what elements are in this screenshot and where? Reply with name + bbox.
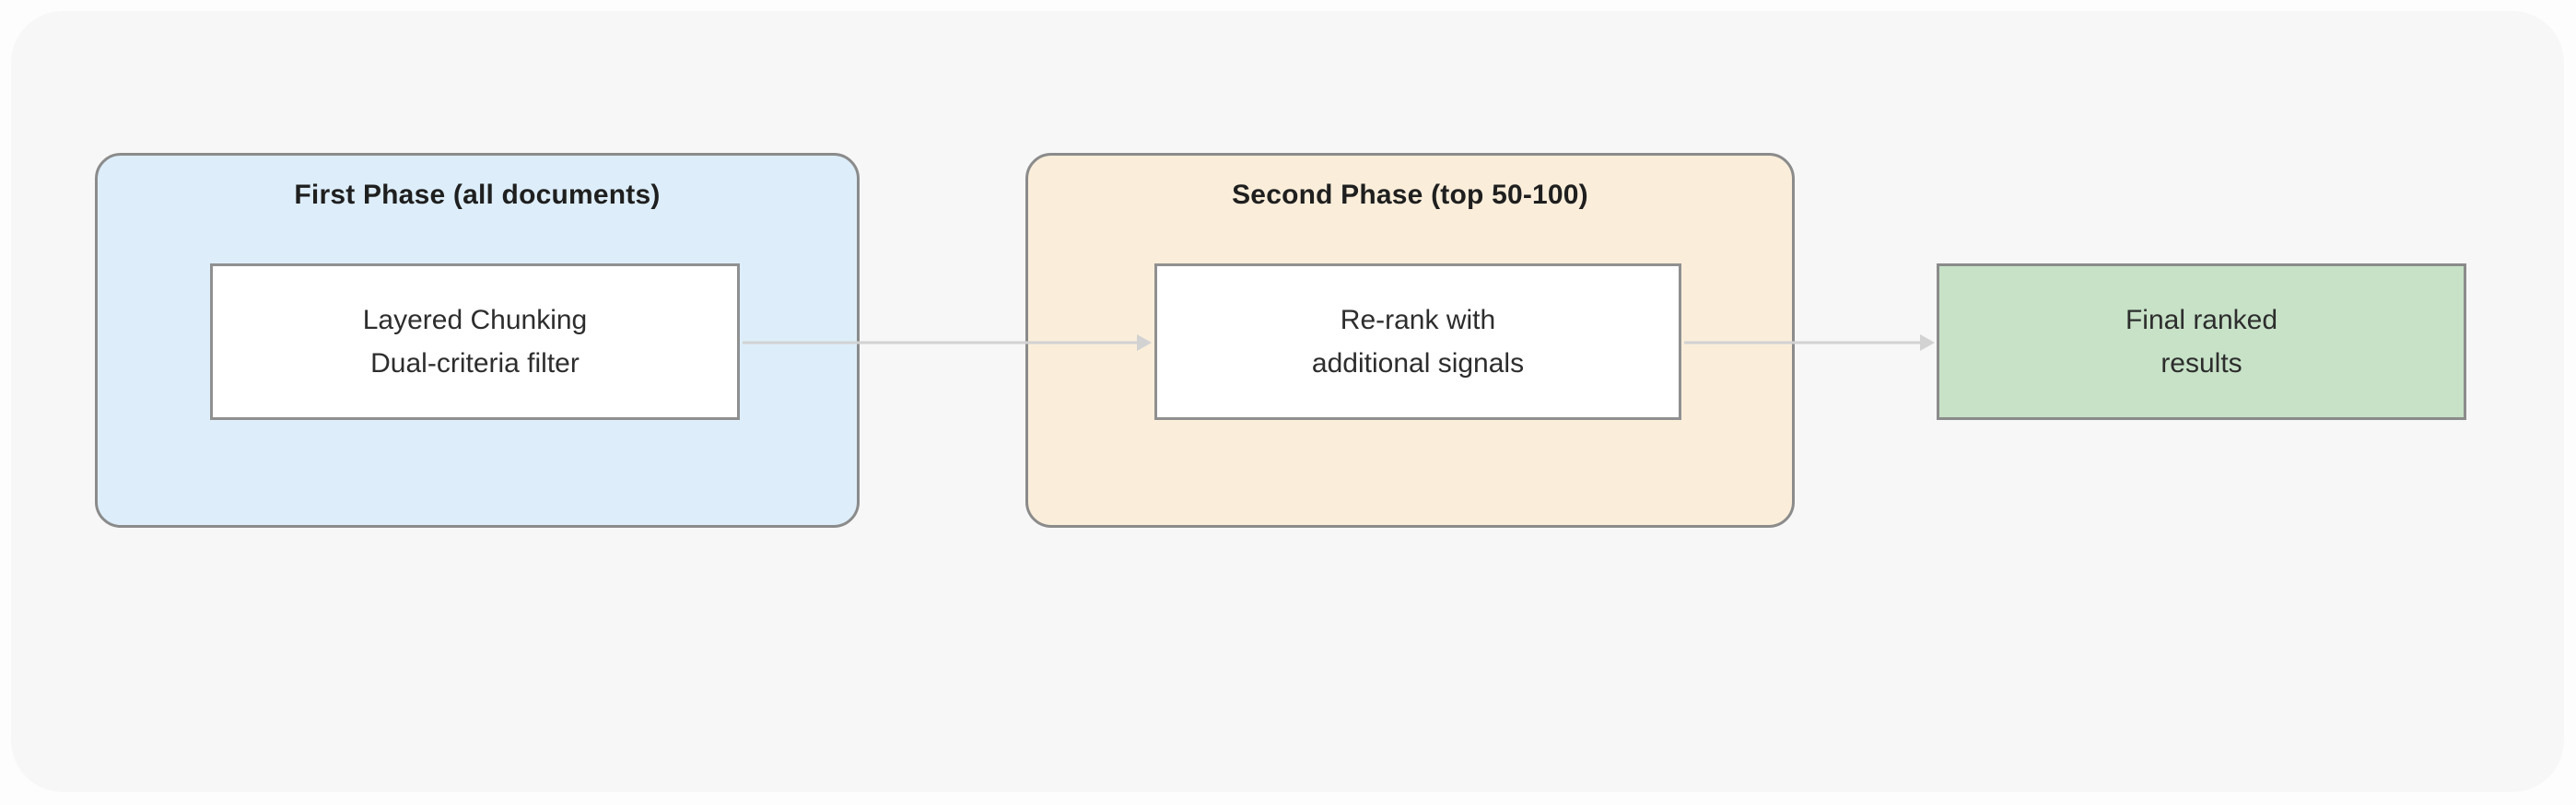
final-results-node-line1: Final ranked xyxy=(2125,305,2278,335)
layered-chunking-node-line2: Dual-criteria filter xyxy=(370,348,580,379)
second-phase-container: Second Phase (top 50-100) Re-rank with a… xyxy=(1025,153,1795,528)
rerank-node-line2: additional signals xyxy=(1311,348,1525,379)
rerank-node: Re-rank with additional signals xyxy=(1154,263,1681,420)
rerank-node-line1: Re-rank with xyxy=(1340,305,1496,335)
final-results-node: Final ranked results xyxy=(1937,263,2466,420)
second-phase-title: Second Phase (top 50-100) xyxy=(1232,180,1588,210)
layered-chunking-node: Layered Chunking Dual-criteria filter xyxy=(210,263,740,420)
first-phase-container: First Phase (all documents) Layered Chun… xyxy=(95,153,860,528)
first-phase-title: First Phase (all documents) xyxy=(294,180,661,210)
layered-chunking-node-line1: Layered Chunking xyxy=(362,305,588,335)
final-results-node-line2: results xyxy=(2160,348,2242,379)
